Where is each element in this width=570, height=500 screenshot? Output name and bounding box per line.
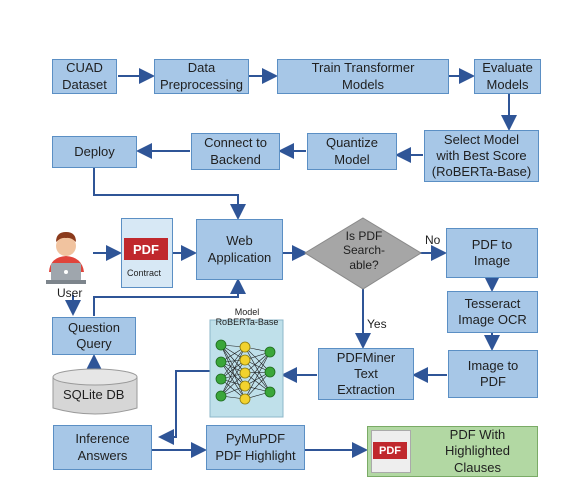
model-caption: Model RoBERTa-Base	[215, 307, 279, 328]
tesseract-ocr-box: Tesseract Image OCR	[447, 291, 538, 333]
database-icon	[52, 368, 138, 415]
evaluate-models-box: Evaluate Models	[474, 59, 541, 94]
inference-answers-box: Inference Answers	[53, 425, 152, 470]
pymupdf-box: PyMuPDF PDF Highlight	[206, 425, 305, 470]
user-icon	[46, 232, 86, 284]
arrow-model-inference	[158, 370, 210, 445]
web-application-box: Web Application	[196, 219, 283, 280]
user-label: User	[57, 286, 83, 300]
neural-network-icon	[209, 319, 284, 418]
cuad-dataset-box: CUAD Dataset	[52, 59, 117, 94]
arrow-deploy-webapp	[93, 168, 246, 220]
arrow-question-webapp	[93, 278, 246, 316]
edge-label-yes: Yes	[367, 317, 387, 331]
edge-label-no: No	[425, 233, 441, 247]
sqlite-db-label: SQLite DB	[63, 387, 125, 402]
pdf-to-image-box: PDF to Image	[446, 228, 538, 278]
question-query-box: Question Query	[52, 317, 136, 355]
quantize-model-box: Quantize Model	[307, 133, 397, 170]
image-to-pdf-box: Image to PDF	[448, 350, 538, 398]
data-preprocessing-box: Data Preprocessing	[154, 59, 249, 94]
select-model-box: Select Model with Best Score (RoBERTa-Ba…	[424, 130, 539, 182]
deploy-box: Deploy	[52, 136, 137, 168]
train-transformer-box: Train Transformer Models	[277, 59, 449, 94]
connect-backend-box: Connect to Backend	[191, 133, 280, 170]
contract-caption: Contract	[127, 268, 162, 278]
contract-pdf-badge: PDF	[124, 238, 168, 260]
pdfminer-box: PDFMiner Text Extraction	[318, 348, 414, 400]
decision-diamond	[304, 217, 422, 290]
output-pdf-badge: PDF	[373, 442, 407, 459]
decision-text: Is PDF Search- able?	[342, 229, 386, 272]
